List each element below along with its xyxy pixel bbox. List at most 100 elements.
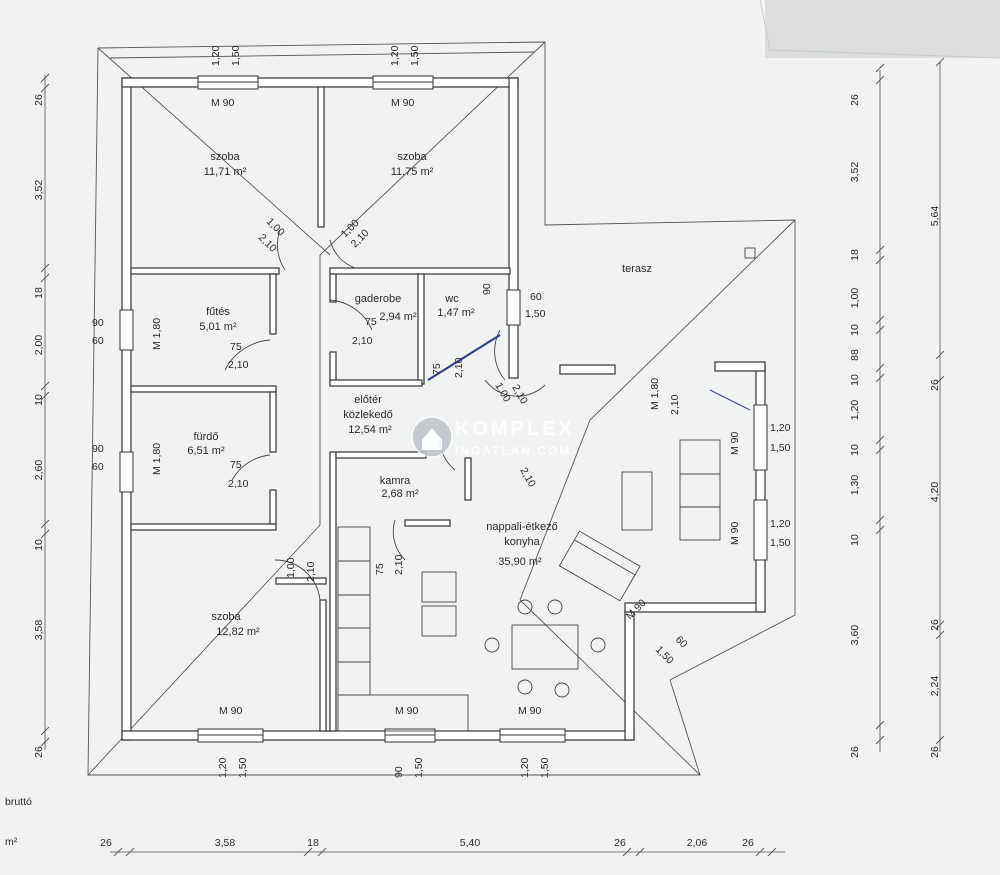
opening-label: 2,10	[228, 478, 249, 490]
room-area: 11,71 m²	[204, 166, 247, 178]
opening-label: 75	[365, 316, 377, 328]
opening-label: 1,50	[237, 757, 249, 778]
room-name: konyha	[504, 536, 540, 548]
opening-label: 2,10	[305, 561, 317, 582]
dimension-value: 3,52	[849, 162, 861, 183]
dimension-value: 10	[849, 534, 861, 546]
opening-label: 60	[92, 461, 104, 473]
dimension-tick	[875, 720, 885, 730]
opening-label: M 90	[219, 705, 243, 717]
room-name: gaderobe	[355, 293, 402, 305]
watermark: KOMPLEX INGATLAN.COM	[411, 416, 572, 458]
dimension-tick	[40, 726, 50, 736]
opening-label: 2,10	[228, 359, 249, 371]
dimension-tick	[40, 529, 50, 539]
dimension-value: 2,24	[929, 676, 941, 697]
dimension-value: 1,30	[849, 475, 861, 496]
room-area: 2,68 m²	[381, 488, 419, 500]
pen-stroke	[709, 389, 751, 411]
dimension-tick	[40, 273, 50, 283]
opening-label: 1,50	[770, 537, 791, 549]
dimension-tick	[40, 737, 50, 747]
dimension-value: 3,58	[33, 620, 45, 641]
opening-label: 1,20	[217, 757, 229, 778]
dimension-value: 26	[742, 837, 754, 849]
dimension-bottom: 26 3,58 18 5,40 26 2,06 26	[100, 837, 754, 849]
opening-label: 1,20	[770, 422, 791, 434]
dimension-value: 2,06	[687, 837, 708, 849]
furniture	[337, 247, 756, 732]
dimension-tick	[935, 620, 945, 630]
room-name: terasz	[622, 263, 652, 275]
opening-label: M 1,80	[649, 378, 661, 410]
side-note-unit: m²	[5, 836, 18, 848]
dimension-tick	[935, 350, 945, 360]
dimension-tick	[40, 83, 50, 93]
room-labels: szoba 11,71 m² szoba 11,75 m² fűtés 5,01…	[187, 151, 652, 638]
opening-label: M 90	[729, 431, 741, 455]
dimension-value: 18	[307, 837, 319, 849]
dimension-tick	[303, 847, 313, 857]
opening-label: 2,10	[669, 394, 681, 415]
dimension-tick	[875, 525, 885, 535]
room-name: fűtés	[206, 306, 230, 318]
opening-label: M 90	[391, 97, 415, 109]
dimension-value: 3,52	[33, 180, 45, 201]
dimension-ticks	[40, 57, 945, 857]
opening-label: 2,10	[453, 357, 465, 378]
dimension-value: 26	[929, 746, 941, 758]
dimension-value: 26	[849, 746, 861, 758]
dimension-tick	[875, 325, 885, 335]
dimension-value: 26	[100, 837, 112, 849]
dimension-tick	[875, 63, 885, 73]
dimension-tick	[875, 735, 885, 745]
opening-label: 1,50	[230, 45, 242, 66]
dimension-value: 10	[849, 374, 861, 386]
side-note-brutto: bruttó	[5, 796, 32, 808]
room-area: 11,75 m²	[391, 166, 434, 178]
opening-label: 1,20	[389, 45, 401, 66]
dimension-tick	[317, 847, 327, 857]
room-name: közlekedő	[343, 409, 393, 421]
opening-label: 90	[92, 443, 104, 455]
dimension-tick	[935, 630, 945, 640]
dimension-value: 26	[33, 746, 45, 758]
dimension-value: 5,40	[460, 837, 481, 849]
opening-label: 2,10	[393, 554, 405, 575]
dimension-tick	[875, 315, 885, 325]
opening-label: 1,50	[409, 45, 421, 66]
room-area: 12,82 m²	[216, 626, 260, 638]
watermark-house-shape	[422, 428, 442, 450]
opening-label: 75	[230, 341, 242, 353]
dimension-value: 18	[849, 249, 861, 261]
room-name: szoba	[397, 151, 427, 163]
opening-label: 1,20	[210, 45, 222, 66]
dimension-value: 26	[33, 94, 45, 106]
opening-label: 60	[530, 291, 542, 303]
opening-label: M 90	[518, 705, 542, 717]
room-name: előtér	[354, 394, 382, 406]
opening-label: 90	[92, 317, 104, 329]
dimension-value: 26	[849, 94, 861, 106]
dimension-value: 26	[614, 837, 626, 849]
opening-label: 75	[431, 363, 443, 375]
dimension-value: 26	[929, 379, 941, 391]
opening-label: M 1,80	[151, 443, 163, 475]
dimension-value: 5,64	[929, 206, 941, 227]
opening-label: 1,50	[770, 442, 791, 454]
opening-label: M 90	[211, 97, 235, 109]
opening-label: 2,10	[352, 335, 373, 347]
room-area: 35,90 m²	[498, 556, 542, 568]
paper-fold	[759, 0, 1000, 59]
dimension-value: 1,20	[849, 400, 861, 421]
dimension-value: 4,20	[929, 482, 941, 503]
opening-label: 1,20	[519, 757, 531, 778]
walls	[121, 77, 766, 741]
opening-label: M 1,80	[151, 318, 163, 350]
dimension-tick	[755, 847, 765, 857]
dimension-value: 10	[33, 539, 45, 551]
watermark-sub: INGATLAN.COM	[455, 444, 571, 458]
dimension-value: 3,58	[215, 837, 236, 849]
